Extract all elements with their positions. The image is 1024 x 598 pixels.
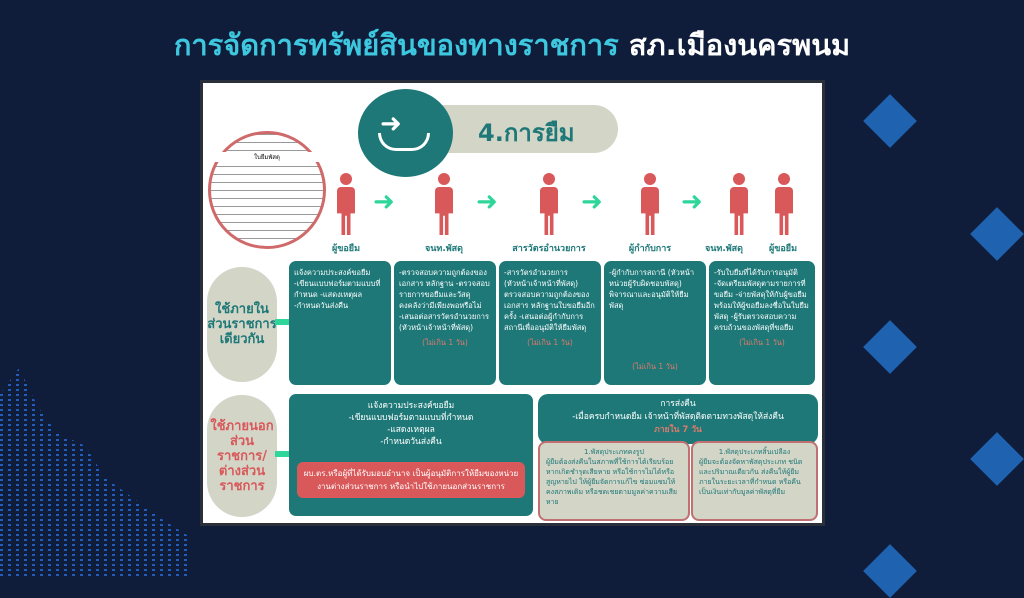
step-text: -สารวัตรอำนวยการ (หัวหน้าเจ้าหน้าที่พัสด… [504,268,595,332]
case-title: 1.พัสดุประเภทคงรูป [584,448,644,456]
person-icon [335,173,357,235]
step-box: -รับใบยืมที่ได้รับการอนุมัติ -จัดเตรียมพ… [709,261,815,385]
step-note: (ไม่เกิน 1 วัน) [527,338,573,347]
return-title: การส่งคืน [660,399,696,409]
case-text: ผู้ยืมจะต้องจัดหาพัสดุประเภท ชนิด และปริ… [699,458,803,496]
approval-note: ผบ.ตร.หรือผู้ที่ได้รับมอบอำนาจ เป็นผู้อน… [297,462,525,498]
step-note: (ไม่เกิน 1 วัน) [422,338,468,347]
decorative-bars [0,368,190,576]
step-box: แจ้งความประสงค์ขอยืม -เขียนแบบฟอร์มตามแบ… [289,261,391,385]
title-part2: สภ.เมืองนครพนม [628,28,851,62]
diamond-decoration [970,432,1024,486]
diamond-decoration [863,320,917,374]
row1-label: ใช้ภายใน ส่วนราชการ เดียวกัน [207,267,277,382]
step-box: -ผู้กำกับการสถานี (หัวหน้าหน่วยผู้รับผิด… [604,261,706,385]
form-document-icon: ใบยืมพัสดุ [208,131,326,249]
case-text: ผู้ยืมต้องส่งคืนในสภาพที่ใช้การได้เรียบร… [546,458,677,506]
step-text: แจ้งความประสงค์ขอยืม -เขียนแบบฟอร์มตามแบ… [294,268,381,310]
return-case: 1.พัสดุประเภทสิ้นเปลืองผู้ยืมจะต้องจัดหา… [691,441,818,521]
arrow-right-icon: ➜ [476,187,498,217]
main-line: แจ้งความประสงค์ขอยืม [367,401,455,411]
diamond-decoration [970,207,1024,261]
row2-label: ใช้ภายนอก ส่วนราชการ/ ต่างส่วน ราชการ [207,395,277,517]
case-title: 1.พัสดุประเภทสิ้นเปลือง [718,448,791,456]
slide-title: การจัดการทรัพย์สินของทางราชการ สภ.เมืองน… [0,22,1024,68]
officer-icon [538,173,560,235]
step-text: -ผู้กำกับการสถานี (หัวหน้าหน่วยผู้รับผิด… [609,268,695,310]
arrow-right-icon: ➜ [373,187,395,217]
main-line: -กำหนดวันส่งคืน [380,437,442,447]
return-deadline: ภายใน 7 วัน [654,425,702,435]
officer-icon [728,173,750,235]
connector [275,451,289,457]
arrow-right-icon: ➜ [581,187,603,217]
step-note: (ไม่เกิน 1 วัน) [739,338,785,347]
return-box: การส่งคืน -เมื่อครบกำหนดยืม เจ้าหน้าที่พ… [538,394,818,444]
role-label: จนท.พัสดุ [424,244,464,254]
return-text: -เมื่อครบกำหนดยืม เจ้าหน้าที่พัสดุติดตาม… [572,412,784,422]
role-label: ผู้ขอยืม [768,244,798,254]
role-label: ผู้กำกับการ [628,244,672,254]
title-part1: การจัดการทรัพย์สินของทางราชการ [173,28,619,62]
connector [275,319,289,325]
step-box: -ตรวจสอบความถูกต้องของเอกสาร หลักฐาน -ตร… [394,261,496,385]
external-loan-box: แจ้งความประสงค์ขอยืม -เขียนแบบฟอร์มตามแบ… [289,394,533,516]
officer-icon [639,173,661,235]
role-label: จนท.พัสดุ [704,244,744,254]
doc-title: ใบยืมพัสดุ [211,152,323,162]
diamond-decoration [863,94,917,148]
step-text: -ตรวจสอบความถูกต้องของเอกสาร หลักฐาน -ตร… [399,268,490,332]
arrow-right-icon: ➜ [681,187,703,217]
step-box: -สารวัตรอำนวยการ (หัวหน้าเจ้าหน้าที่พัสด… [499,261,601,385]
officer-icon [433,173,455,235]
return-case: 1.พัสดุประเภทคงรูปผู้ยืมต้องส่งคืนในสภาพ… [538,441,690,521]
role-label: สารวัตรอำนวยการ [512,244,586,254]
role-label: ผู้ขอยืม [331,244,361,254]
step-note: (ไม่เกิน 1 วัน) [632,362,678,371]
person-icon [773,173,795,235]
lend-hand-icon: ➜ [358,89,453,177]
infographic-image: 4.การยืม ➜ ใบยืมพัสดุ ➜ ➜ ➜ ➜ ผู้ขอยืม จ… [200,80,825,526]
diamond-decoration [863,544,917,598]
main-line: -เขียนแบบฟอร์มตามแบบที่กำหนด [348,413,474,423]
step-text: -รับใบยืมที่ได้รับการอนุมัติ -จัดเตรียมพ… [714,268,809,332]
main-line: -แสดงเหตุผล [387,425,435,435]
